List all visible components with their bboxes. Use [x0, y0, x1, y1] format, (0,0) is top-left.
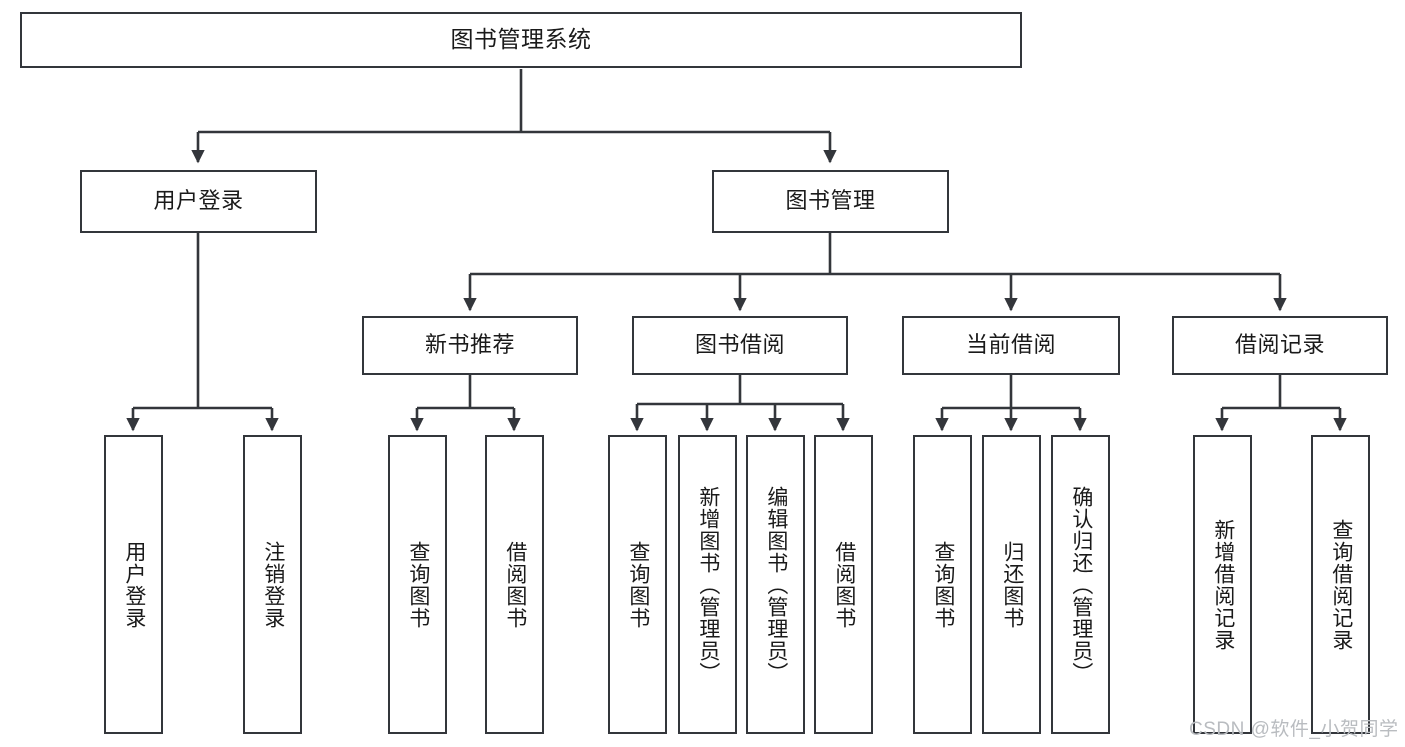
node-user-login[interactable]: 用户登录	[80, 170, 317, 233]
node-label: 用户登录	[153, 188, 244, 214]
leaf-borrow-record-add[interactable]: 新增借阅记录	[1193, 435, 1252, 734]
node-label: 借阅图书	[832, 540, 856, 629]
leaf-user-login-signin[interactable]: 用户登录	[104, 435, 163, 734]
leaf-new-book-borrow[interactable]: 借阅图书	[485, 435, 544, 734]
node-label: 借阅记录	[1234, 332, 1325, 358]
leaf-new-book-query[interactable]: 查询图书	[388, 435, 447, 734]
node-label: 查询借阅记录	[1329, 518, 1353, 651]
node-label: 用户登录	[122, 540, 146, 629]
node-label: 注销登录	[261, 540, 285, 629]
node-label: 图书管理系统	[450, 26, 592, 53]
csdn-watermark: CSDN @软件_小贺同学	[1189, 719, 1399, 740]
leaf-current-borrow-return[interactable]: 归还图书	[982, 435, 1041, 734]
node-book-borrow[interactable]: 图书借阅	[632, 316, 848, 375]
node-label: 确认归还（管理员）	[1069, 485, 1093, 684]
node-label: 查询图书	[931, 540, 955, 629]
node-label: 编辑图书（管理员）	[764, 485, 788, 684]
node-borrow-record[interactable]: 借阅记录	[1172, 316, 1388, 375]
node-label: 查询图书	[406, 540, 430, 629]
leaf-current-borrow-confirm-return[interactable]: 确认归还（管理员）	[1051, 435, 1110, 734]
node-label: 新增借阅记录	[1211, 518, 1235, 651]
node-label: 当前借阅	[965, 332, 1056, 358]
node-root-system[interactable]: 图书管理系统	[20, 12, 1022, 68]
leaf-user-login-signout[interactable]: 注销登录	[243, 435, 302, 734]
node-new-book-recommend[interactable]: 新书推荐	[362, 316, 578, 375]
node-label: 图书借阅	[694, 332, 785, 358]
node-label: 借阅图书	[503, 540, 527, 629]
node-label: 新增图书（管理员）	[696, 485, 720, 684]
node-label: 查询图书	[626, 540, 650, 629]
leaf-book-borrow-lend[interactable]: 借阅图书	[814, 435, 873, 734]
leaf-book-borrow-edit[interactable]: 编辑图书（管理员）	[746, 435, 805, 734]
leaf-book-borrow-add[interactable]: 新增图书（管理员）	[678, 435, 737, 734]
node-current-borrow[interactable]: 当前借阅	[902, 316, 1120, 375]
leaf-borrow-record-query[interactable]: 查询借阅记录	[1311, 435, 1370, 734]
node-label: 归还图书	[1000, 540, 1024, 629]
node-book-management[interactable]: 图书管理	[712, 170, 949, 233]
leaf-book-borrow-query[interactable]: 查询图书	[608, 435, 667, 734]
node-label: 新书推荐	[424, 332, 515, 358]
leaf-current-borrow-query[interactable]: 查询图书	[913, 435, 972, 734]
node-label: 图书管理	[785, 188, 876, 214]
